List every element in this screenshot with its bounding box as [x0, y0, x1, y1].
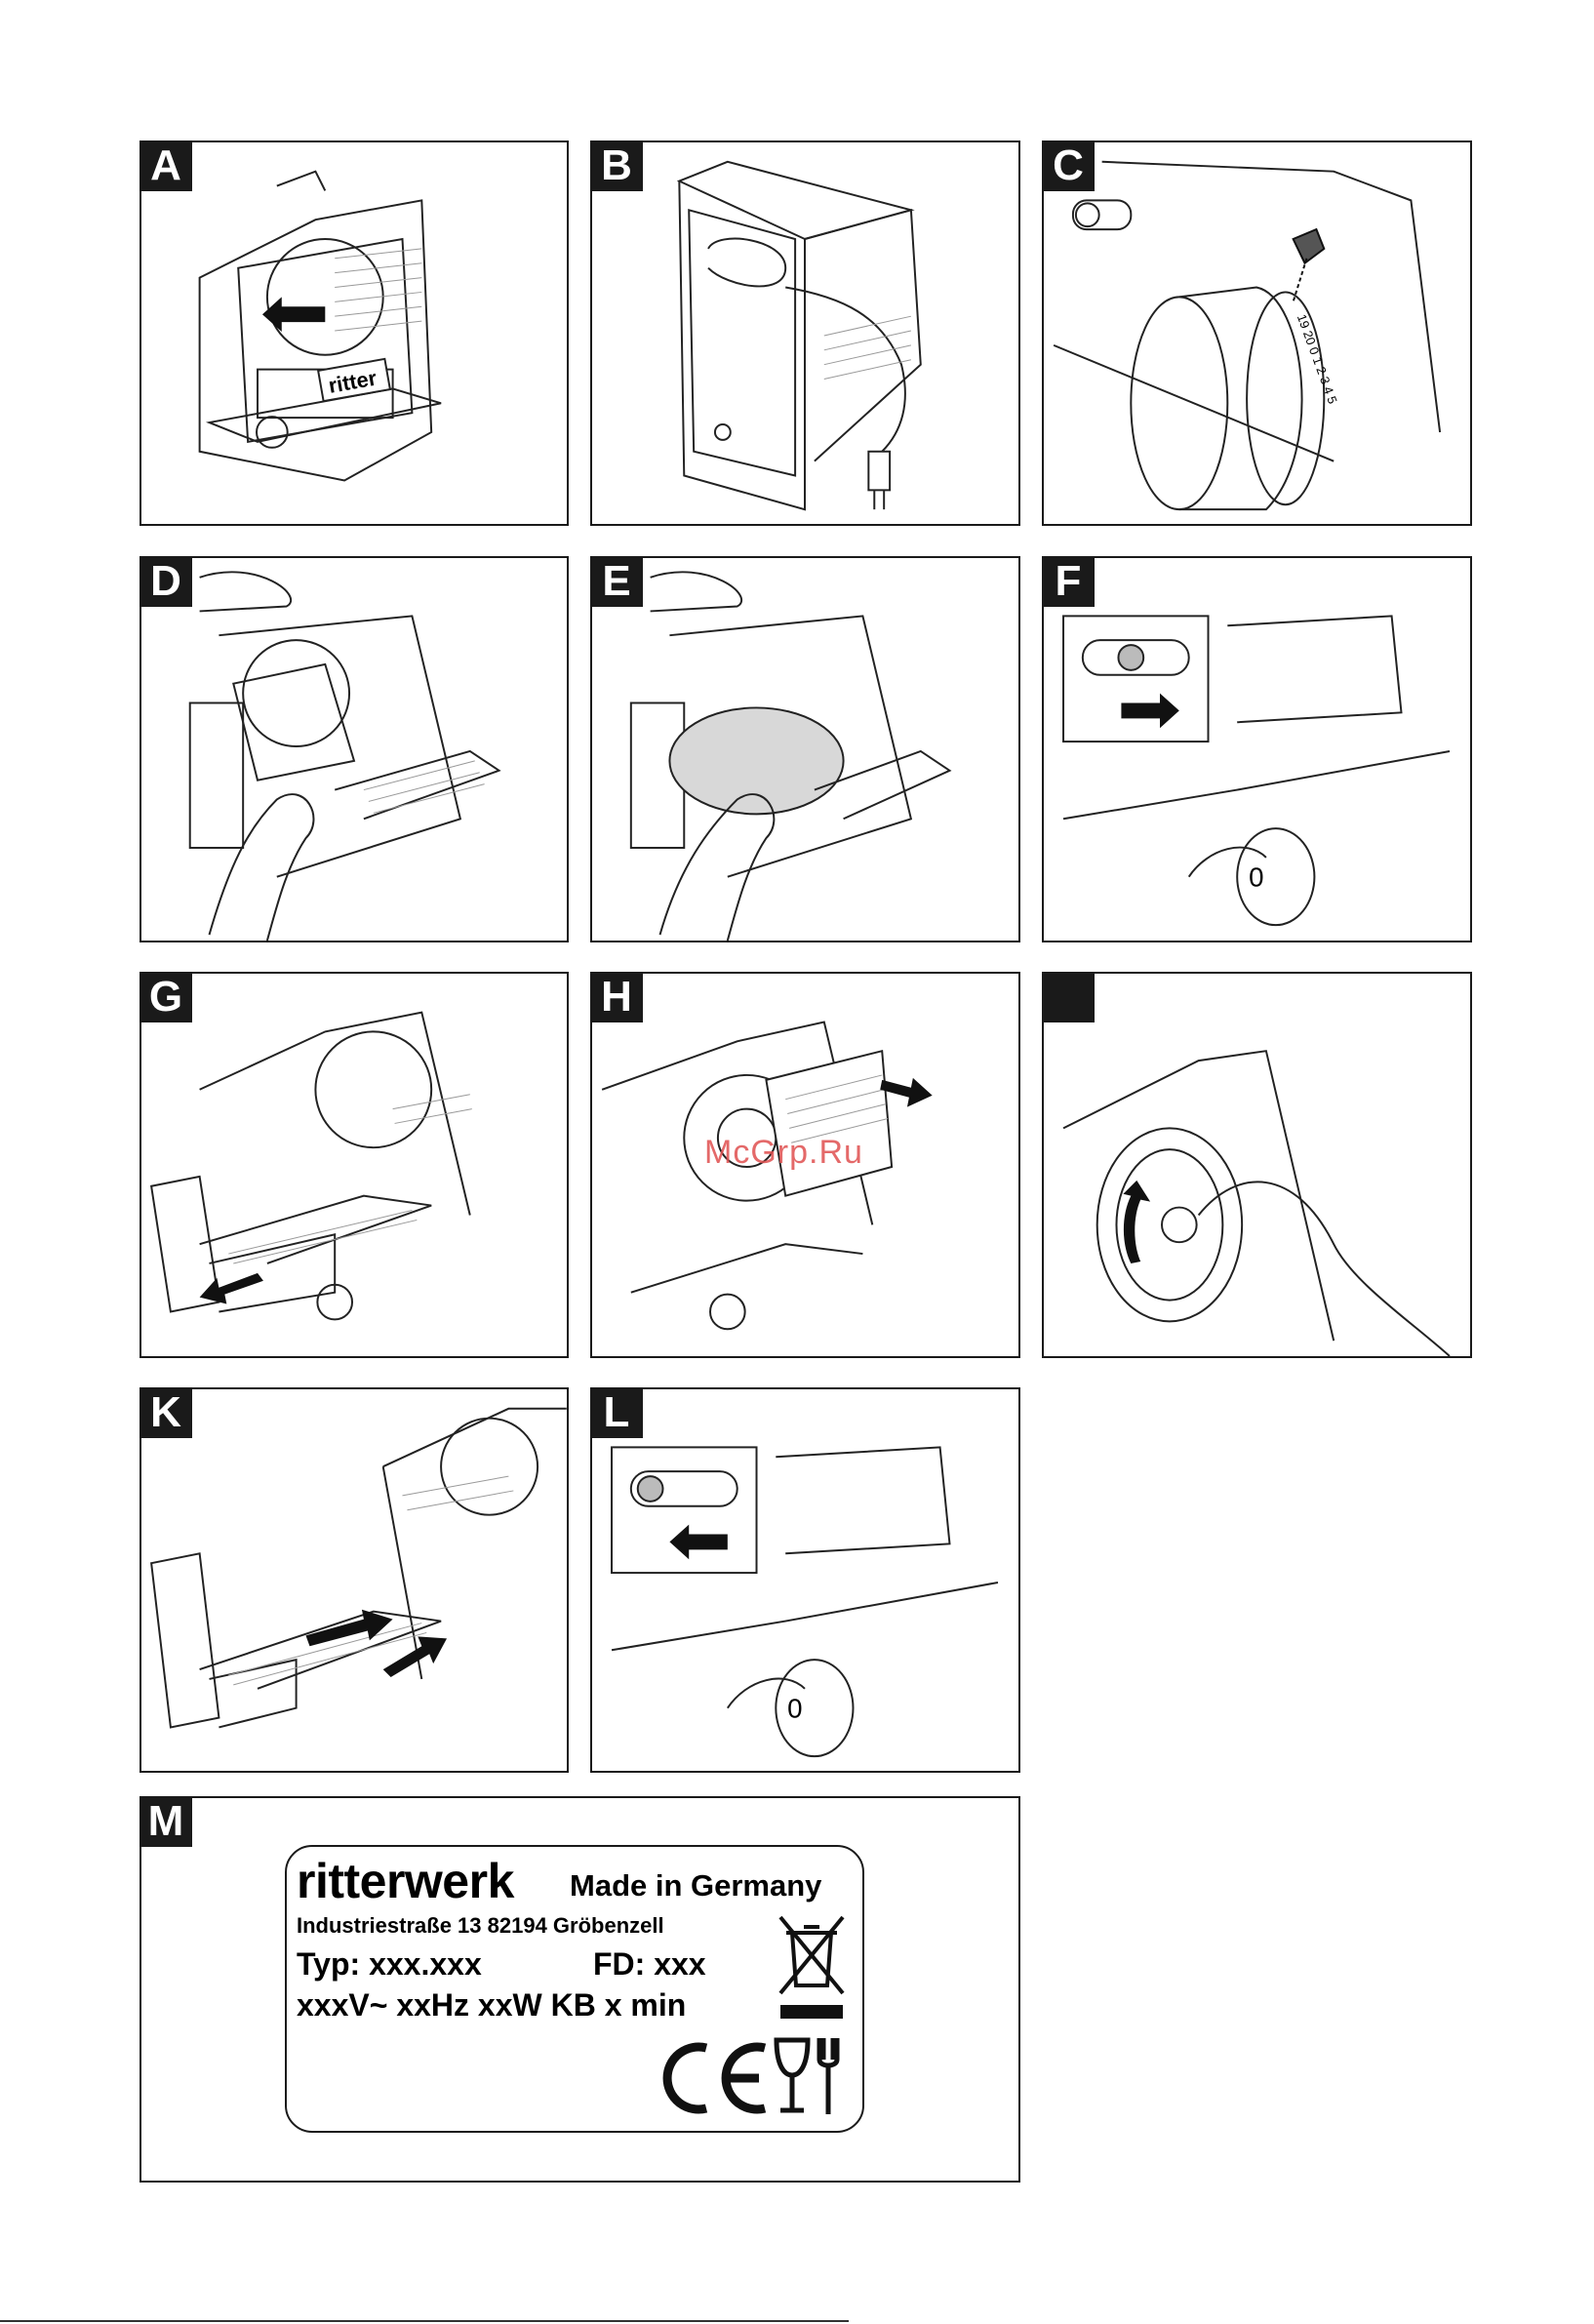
plate-brand: ritterwerk — [297, 1853, 514, 1909]
panel-label: D — [139, 556, 192, 607]
panel-label: K — [139, 1387, 192, 1438]
dial-zero: 0 — [1249, 862, 1263, 893]
panel-c: 19 20 0 1 2 3 4 5 C — [1042, 140, 1472, 526]
panel-l: 0 L — [590, 1387, 1020, 1773]
plate-address: Industriestraße 13 82194 Gröbenzell — [297, 1913, 664, 1939]
thickness-dial-illustration: 19 20 0 1 2 3 4 5 — [1044, 142, 1470, 524]
panel-g: G — [139, 972, 569, 1358]
slicing-hand-illustration — [141, 558, 567, 941]
panel-label: L — [590, 1387, 643, 1438]
blade-unscrew-illustration — [1044, 974, 1470, 1356]
panel-i — [1042, 972, 1472, 1358]
panel-f: 0 F — [1042, 556, 1472, 942]
panel-label: A — [139, 140, 192, 191]
dial-zero: 0 — [787, 1694, 802, 1724]
panel-b: B — [590, 140, 1020, 526]
rating-plate: ritterwerk Made in Germany Industriestra… — [285, 1845, 864, 2133]
ce-mark-icon — [658, 2040, 775, 2116]
weee-bin-icon — [775, 1911, 849, 2024]
panel-label: E — [590, 556, 643, 607]
panel-label: B — [590, 140, 643, 191]
panel-e: E — [590, 556, 1020, 942]
panel-k: K — [139, 1387, 569, 1773]
panel-label: M — [139, 1796, 192, 1847]
lock-switch-reverse-illustration: 0 — [592, 1389, 1018, 1771]
food-safe-icon — [769, 2030, 847, 2120]
slicing-loaf-illustration — [592, 558, 1018, 941]
plate-electrical: xxxV~ xxHz xxW KB x min — [297, 1987, 686, 2023]
panel-d: D — [139, 556, 569, 942]
slicer-cable-illustration — [592, 142, 1018, 524]
plate-fd: FD: xxx — [593, 1946, 706, 1983]
slicer-illustration: ritter — [141, 142, 567, 524]
carriage-removal-illustration — [141, 974, 567, 1356]
plate-type: Typ: xxx.xxx — [297, 1946, 482, 1983]
panel-label: F — [1042, 556, 1095, 607]
watermark: McGrp.Ru — [704, 1134, 863, 1172]
footer-rule — [0, 2320, 849, 2322]
panel-a: ritter A — [139, 140, 569, 526]
lock-switch-illustration: 0 — [1044, 558, 1470, 941]
carriage-insert-illustration — [141, 1389, 567, 1771]
panel-label: H — [590, 972, 643, 1022]
panel-label — [1042, 972, 1095, 1022]
plate-made-in: Made in Germany — [570, 1868, 821, 1903]
panel-label: C — [1042, 140, 1095, 191]
panel-label: G — [139, 972, 192, 1022]
